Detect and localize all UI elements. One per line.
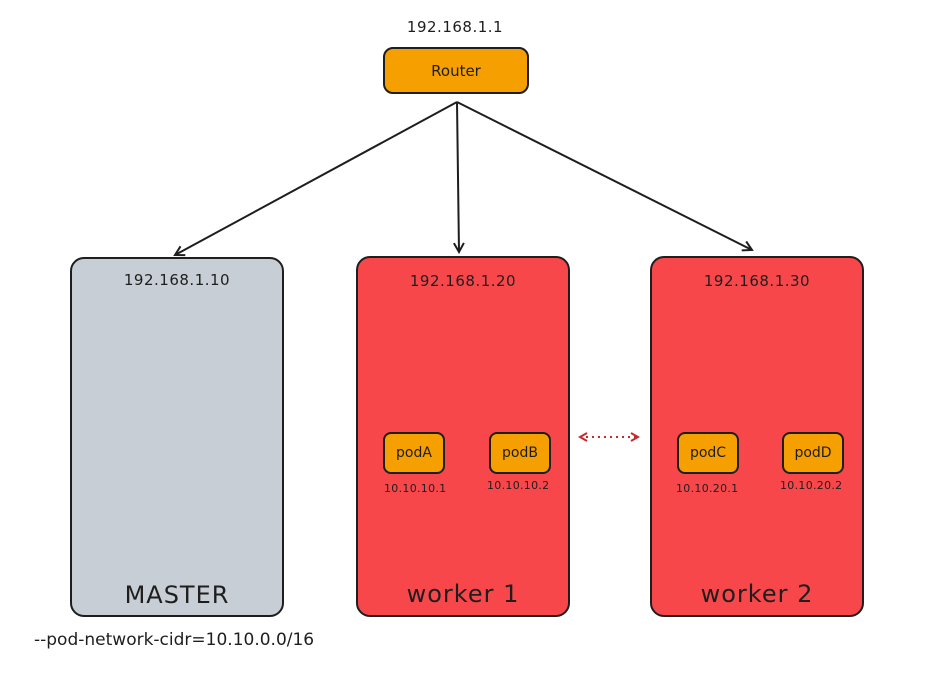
podC-label: podC xyxy=(689,445,727,461)
router-box: Router xyxy=(383,47,529,94)
worker1-ip: 192.168.1.20 xyxy=(409,272,517,290)
worker2-name: worker 2 xyxy=(700,580,814,608)
podB-ip: 10.10.10.2 xyxy=(487,479,550,492)
podB-label: podB xyxy=(502,445,538,461)
podD-label: podD xyxy=(794,445,832,461)
podC-box: podC xyxy=(677,432,739,474)
router-to-master-arrow xyxy=(175,101,458,255)
router-label: Router xyxy=(431,61,481,80)
podB-box: podB xyxy=(489,432,551,474)
podC-ip: 10.10.20.1 xyxy=(676,482,739,495)
router-ip: 192.168.1.1 xyxy=(406,18,504,36)
router-to-worker2-arrow xyxy=(456,101,752,250)
podA-label: podA xyxy=(396,445,432,461)
pod-network-cidr-note: --pod-network-cidr=10.10.0.0/16 xyxy=(34,630,315,650)
podA-ip: 10.10.10.1 xyxy=(384,482,447,495)
podD-ip: 10.10.20.2 xyxy=(780,479,843,492)
master-ip: 192.168.1.10 xyxy=(123,271,231,289)
master-node: 192.168.1.10 MASTER xyxy=(70,257,284,617)
podD-box: podD xyxy=(782,432,844,474)
router-to-worker1-arrow xyxy=(457,101,459,252)
worker1-name: worker 1 xyxy=(406,580,520,608)
podA-box: podA xyxy=(383,432,445,474)
worker2-ip: 192.168.1.30 xyxy=(703,272,811,290)
master-name: MASTER xyxy=(124,581,230,609)
